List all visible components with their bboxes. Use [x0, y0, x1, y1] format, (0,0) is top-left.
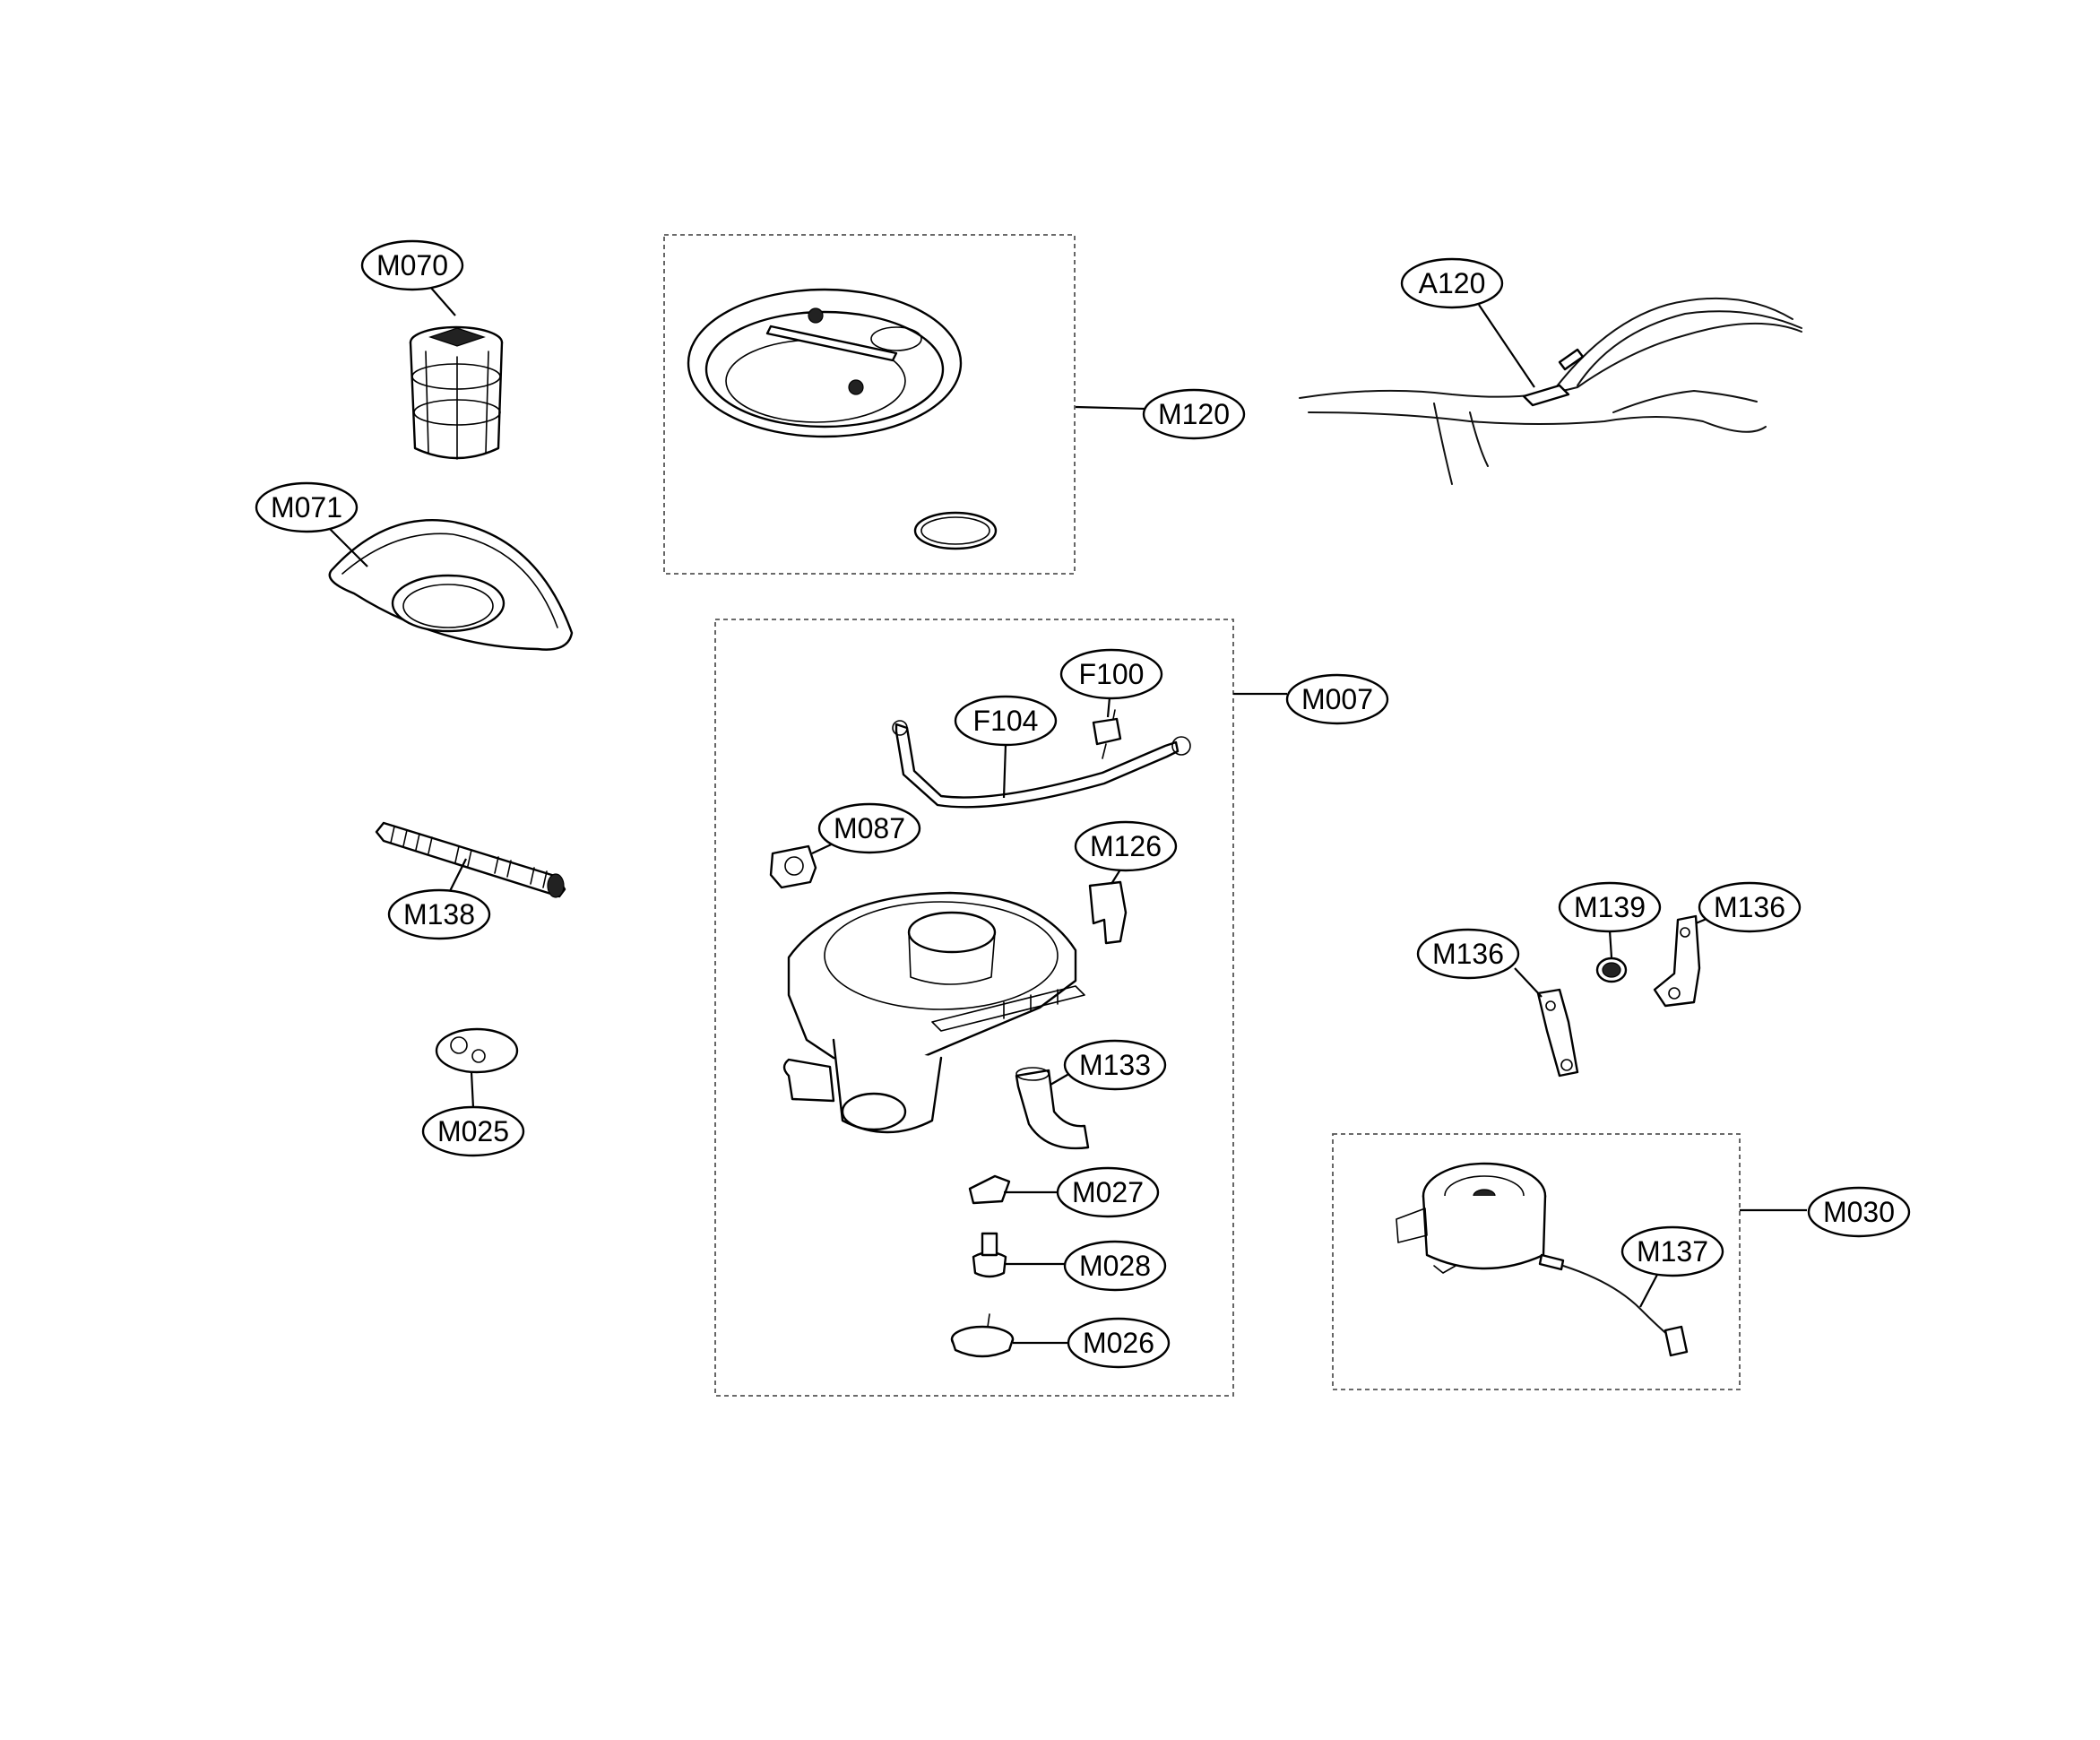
callout-m028[interactable]: M028	[1063, 1240, 1167, 1292]
callout-m071[interactable]: M071	[255, 481, 359, 533]
callout-oval	[1807, 1186, 1911, 1238]
callout-oval	[817, 802, 921, 854]
callout-m136-right[interactable]: M136	[1698, 881, 1802, 933]
callout-text: M120	[1158, 398, 1230, 430]
part-m087-switch-icon	[769, 844, 817, 889]
leader-line-f100	[1106, 697, 1111, 718]
callout-text: M126	[1090, 830, 1162, 862]
leader-line-m138	[447, 858, 467, 896]
callout-text: M139	[1574, 891, 1646, 923]
leader-line-m137	[1639, 1272, 1659, 1308]
box-m030-group	[1332, 1133, 1741, 1390]
part-m137-cable-icon	[1538, 1253, 1689, 1357]
callout-oval	[255, 481, 359, 533]
callout-labels: M070 M071 M138 M025 M120 A120 F100 F104 …	[255, 239, 1911, 1369]
part-f100-valve-icon	[1092, 709, 1122, 759]
callout-oval	[387, 888, 491, 940]
callout-text: M136	[1432, 938, 1504, 970]
callout-oval	[1074, 820, 1178, 872]
part-m136-left-bracket-icon	[1536, 988, 1579, 1078]
callout-oval	[1285, 673, 1389, 725]
part-m138-hose-icon	[375, 821, 566, 898]
part-a120-wire-harness-icon	[1299, 297, 1802, 485]
part-m071-filter-plate-icon	[328, 518, 574, 651]
box-m007-group	[714, 619, 1234, 1397]
callout-text: M133	[1079, 1049, 1151, 1081]
leader-line-m126	[1110, 869, 1121, 885]
leader-line-m070	[429, 286, 456, 316]
callout-m133[interactable]: M133	[1063, 1039, 1167, 1091]
callout-oval	[1416, 928, 1520, 980]
part-m126-clip-icon	[1088, 880, 1128, 945]
callout-text: M027	[1072, 1176, 1144, 1208]
callout-text: M070	[376, 249, 448, 281]
callout-a120[interactable]: A120	[1400, 257, 1504, 309]
callout-oval	[1056, 1166, 1160, 1218]
callout-m027[interactable]: M027	[1056, 1166, 1160, 1218]
callout-m138[interactable]: M138	[387, 888, 491, 940]
callout-text: M026	[1083, 1327, 1154, 1359]
part-m007-sump-icon	[782, 891, 1085, 1134]
callout-m030[interactable]: M030	[1807, 1186, 1911, 1238]
part-m025-disc-icon	[435, 1027, 519, 1074]
callout-text: A120	[1419, 267, 1486, 299]
callout-text: M007	[1301, 683, 1373, 715]
leader-line-m025	[470, 1071, 475, 1109]
callout-oval	[1067, 1317, 1171, 1369]
leader-line-m136-left	[1514, 967, 1543, 998]
leader-line-m139	[1608, 930, 1613, 958]
callout-m120[interactable]: M120	[1142, 388, 1246, 440]
part-m026-cap-icon	[950, 1313, 1015, 1358]
callout-oval	[1620, 1225, 1724, 1277]
leader-line-a120	[1478, 304, 1535, 388]
callout-m126[interactable]: M126	[1074, 820, 1178, 872]
callout-oval	[1400, 257, 1504, 309]
leader-line-m120	[1075, 405, 1146, 411]
callout-text: M028	[1079, 1250, 1151, 1282]
callout-text: M138	[403, 898, 475, 931]
part-m070-filter-icon	[409, 325, 504, 460]
callout-text: M136	[1714, 891, 1785, 923]
part-m139-knob-icon	[1595, 957, 1628, 983]
callout-m087[interactable]: M087	[817, 802, 921, 854]
leader-lines	[329, 286, 1807, 1345]
callout-m070[interactable]: M070	[360, 239, 464, 291]
callout-oval	[1063, 1240, 1167, 1292]
part-f104-tube-icon	[892, 720, 1191, 809]
callout-oval	[1059, 648, 1163, 700]
callout-oval	[954, 695, 1058, 747]
callout-f104[interactable]: F104	[954, 695, 1058, 747]
callout-text: M087	[834, 812, 905, 844]
part-m136-right-bracket-icon	[1653, 914, 1701, 1008]
callout-f100[interactable]: F100	[1059, 648, 1163, 700]
callout-text: F100	[1079, 658, 1145, 690]
part-m030-motor-icon	[1396, 1162, 1547, 1274]
part-m028-sensor-icon	[972, 1232, 1007, 1278]
part-m027-bracket-icon	[968, 1174, 1011, 1205]
callout-text: M030	[1823, 1196, 1895, 1228]
part-m120-sump-cover-icon	[687, 288, 998, 550]
callout-oval	[1558, 881, 1662, 933]
callout-m137[interactable]: M137	[1620, 1225, 1724, 1277]
leader-line-f104	[1002, 743, 1007, 799]
callout-oval	[1698, 881, 1802, 933]
callout-m025[interactable]: M025	[421, 1105, 525, 1157]
callout-m007[interactable]: M007	[1285, 673, 1389, 725]
leader-line-m071	[329, 528, 368, 567]
callout-text: M071	[271, 491, 342, 524]
callout-text: M137	[1637, 1235, 1708, 1268]
callout-m139[interactable]: M139	[1558, 881, 1662, 933]
part-m133-elbow-icon	[1015, 1067, 1090, 1150]
callout-text: M025	[437, 1115, 509, 1147]
callout-oval	[421, 1105, 525, 1157]
box-m120-group	[663, 234, 1076, 575]
callout-m136-left[interactable]: M136	[1416, 928, 1520, 980]
callout-oval	[360, 239, 464, 291]
callout-m026[interactable]: M026	[1067, 1317, 1171, 1369]
callout-text: F104	[973, 705, 1039, 737]
callout-oval	[1063, 1039, 1167, 1091]
callout-oval	[1142, 388, 1246, 440]
